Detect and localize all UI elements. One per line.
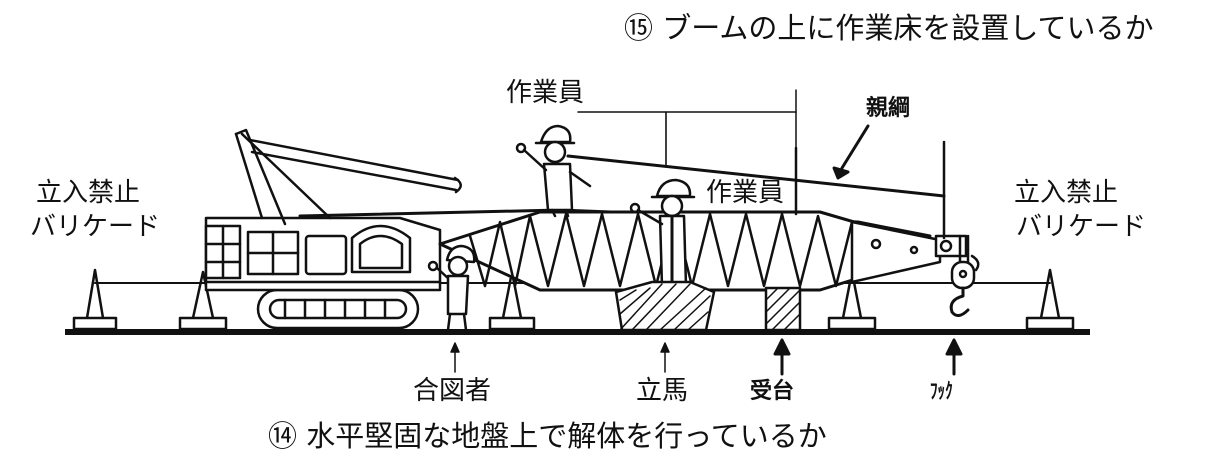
crane-hook-block (949, 234, 980, 317)
support-block (764, 286, 802, 332)
label-trestle: 立馬 (636, 376, 689, 406)
label-lifeline: 親綱 (866, 96, 911, 121)
label-barricade-right-1: 立入禁止 (1014, 178, 1119, 208)
support-arrow (773, 338, 791, 376)
lifeline (566, 89, 946, 240)
signaler-figure (427, 244, 476, 332)
caption-bottom: ⑭ 水平堅固な地盤上で解体を行っているか (268, 419, 827, 453)
label-barricade-left-2: バリケード (30, 212, 161, 242)
crane-body (204, 216, 442, 292)
label-worker-mid: 作業員 (706, 178, 785, 208)
label-barricade-left-1: 立入禁止 (36, 178, 141, 208)
barricade-cone-5 (1025, 268, 1075, 331)
lifeline-arrow (832, 124, 870, 180)
hook-arrow (945, 338, 963, 376)
crane-gantry (234, 128, 462, 226)
worker-on-boom (515, 124, 592, 218)
worker-middle (629, 178, 696, 288)
caption-top: ⑮ ブームの上に作業床を設置しているか (624, 11, 1154, 45)
signaler-arrow (450, 342, 460, 373)
trestle-arrow (660, 342, 670, 373)
label-hook: ﾌｯｸ (930, 379, 953, 403)
worker-pointer-lines (577, 111, 797, 167)
ground-line (65, 329, 1090, 335)
label-barricade-right-2: バリケード (1016, 212, 1147, 242)
trestle-block (614, 280, 716, 332)
label-worker-top: 作業員 (506, 78, 585, 108)
barricade-cone-1 (72, 268, 118, 331)
label-signaler: 合図者 (413, 376, 492, 406)
label-support: 受台 (750, 379, 795, 404)
boom-lattice (298, 208, 968, 292)
crawler-track (256, 288, 420, 330)
barricade-cone-2 (178, 270, 228, 331)
